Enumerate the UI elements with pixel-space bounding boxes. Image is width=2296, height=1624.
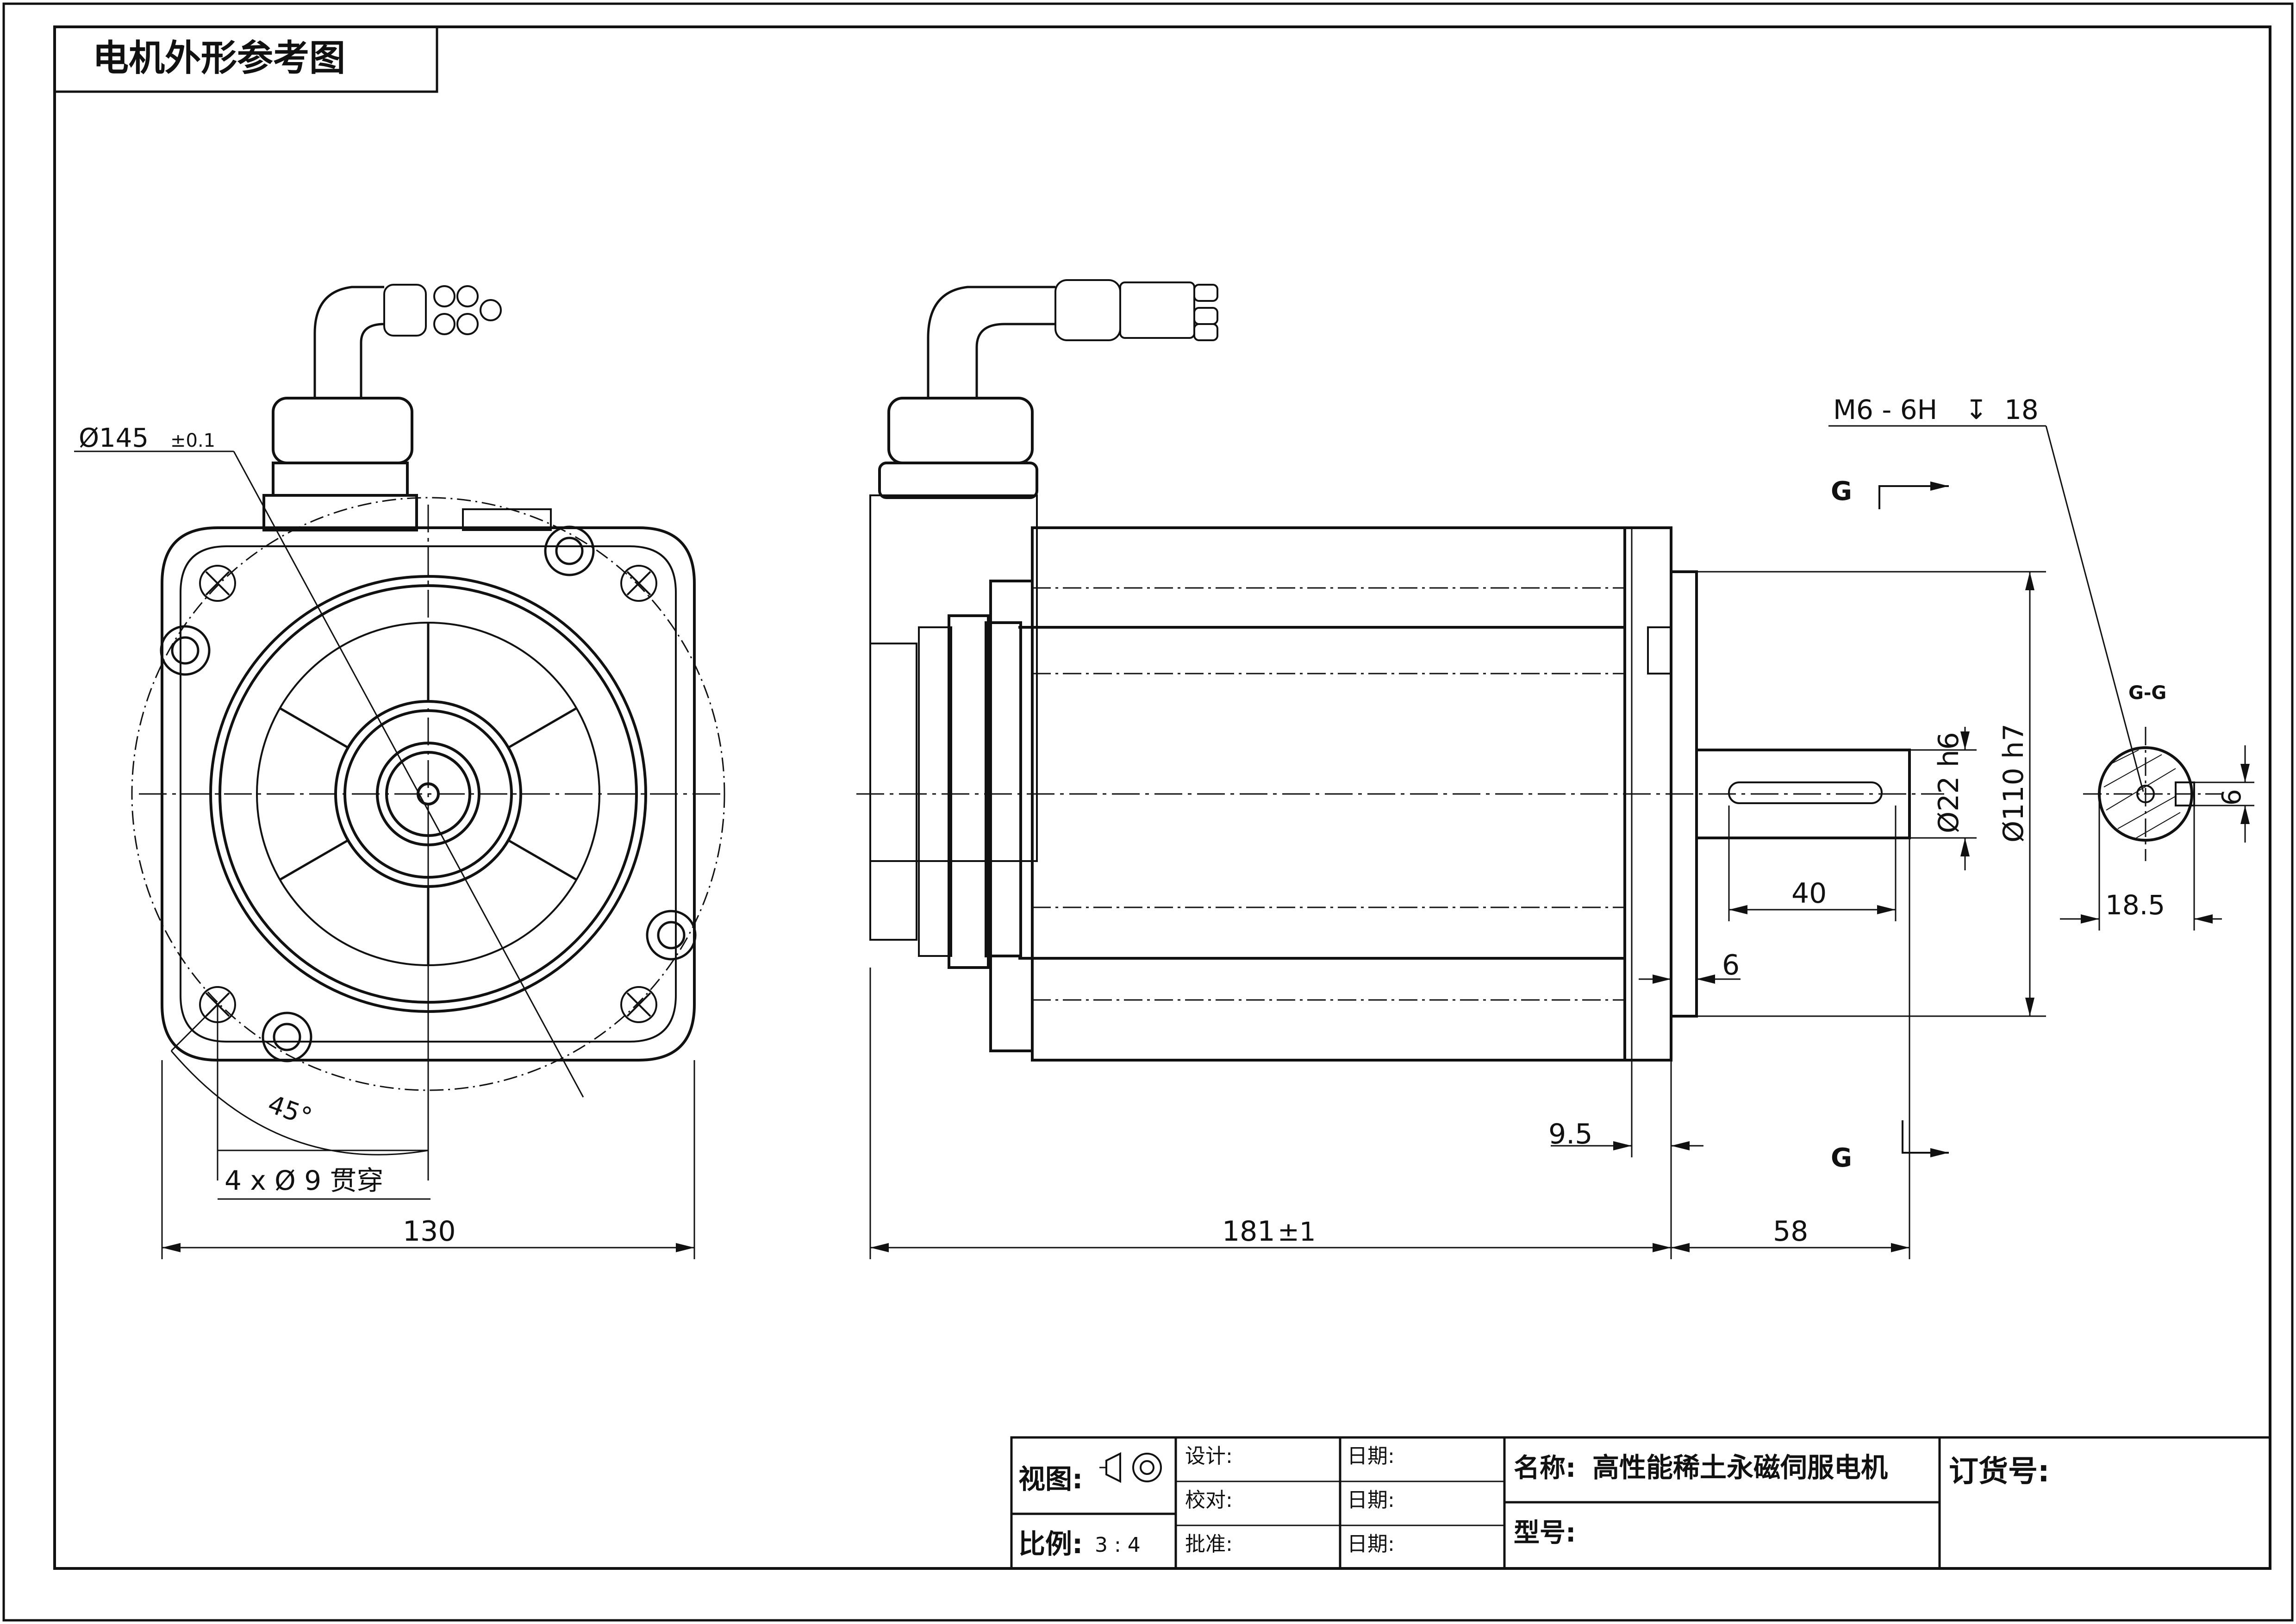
body-length-tol: ±1 [1278, 1217, 1316, 1247]
front-width-dim: 130 [403, 1215, 456, 1248]
design-label: 设计: [1185, 1444, 1233, 1468]
drawing-title: 电机外形参考图 [93, 37, 345, 79]
flange-circle-dia: Ø145 [79, 423, 149, 453]
order-number-label: 订货号: [1949, 1455, 2050, 1489]
body-length-dim: 181 [1222, 1215, 1275, 1248]
check-date-label: 日期: [1347, 1488, 1395, 1512]
thread-depth-symbol: ↧ [1965, 394, 1988, 425]
shaft-length-dim: 58 [1773, 1215, 1808, 1248]
pilot-height-dim: 6 [1722, 949, 1740, 981]
scale-label: 比例: [1018, 1528, 1083, 1560]
product-name: 高性能稀土永磁伺服电机 [1592, 1452, 1888, 1483]
section-view [2060, 727, 2254, 931]
model-label: 型号: [1514, 1518, 1576, 1548]
section-label: G-G [2128, 682, 2166, 704]
side-view [856, 279, 2144, 1259]
section-key-width: 6 [2217, 789, 2247, 806]
approve-label: 批准: [1185, 1532, 1233, 1556]
flange-circle-tol: ±0.1 [170, 430, 215, 451]
front-view [74, 284, 725, 1259]
pilot-dia-dim: Ø110 h7 [1997, 724, 2030, 843]
name-label: 名称: [1514, 1453, 1576, 1483]
section-mark-top: G [1831, 476, 1852, 506]
section-mark-bottom: G [1831, 1143, 1852, 1173]
approve-date-label: 日期: [1347, 1532, 1395, 1556]
design-date-label: 日期: [1347, 1444, 1395, 1468]
view-label: 视图: [1018, 1463, 1083, 1495]
section-key-height: 18.5 [2105, 889, 2165, 921]
title-block [1010, 1436, 2271, 1570]
check-label: 校对: [1185, 1488, 1233, 1512]
flange-thickness-dim: 9.5 [1548, 1118, 1592, 1150]
shaft-dia-dim: Ø22 h6 [1933, 732, 1965, 833]
thread-spec: M6 - 6H [1833, 394, 1937, 425]
mount-holes-note: 4 x Ø 9 贯穿 [225, 1165, 384, 1196]
key-length-dim: 40 [1791, 877, 1827, 910]
scale-value: 3 : 4 [1095, 1533, 1141, 1557]
thread-depth: 18 [2004, 394, 2039, 425]
flange-bolt-circle [131, 497, 725, 1091]
hole-angle: 45° [264, 1089, 316, 1132]
motor-flange [161, 526, 696, 1062]
